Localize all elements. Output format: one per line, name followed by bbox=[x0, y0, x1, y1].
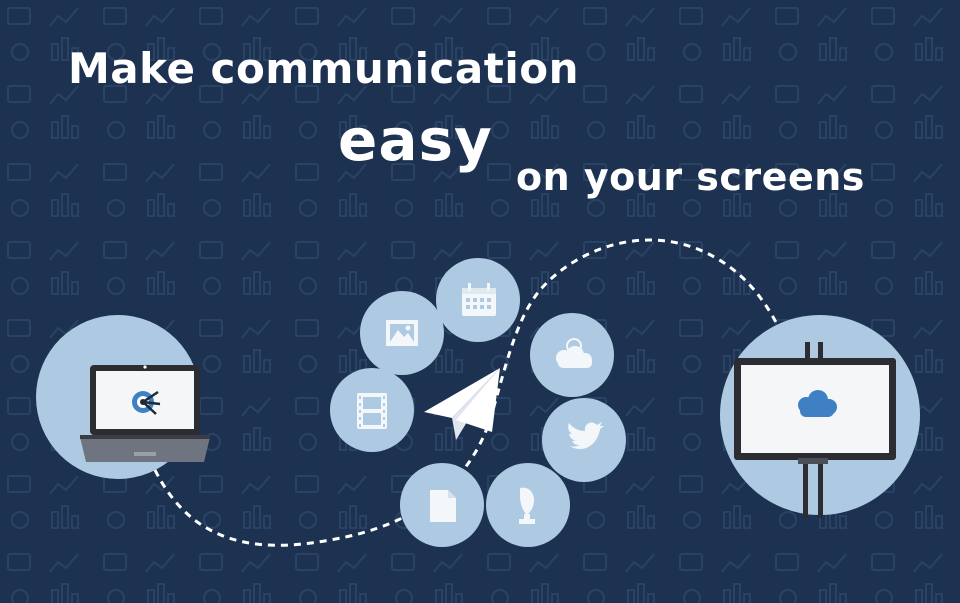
twitter-circle bbox=[542, 398, 626, 482]
headline-line-2: easy bbox=[338, 106, 493, 174]
headline-line-3: on your screens bbox=[516, 155, 865, 199]
film-icon bbox=[357, 393, 387, 429]
film-circle bbox=[330, 368, 414, 452]
dashed-connection-path bbox=[153, 238, 782, 547]
image-icon bbox=[386, 320, 418, 346]
calendar-circle bbox=[436, 258, 520, 342]
image-circle bbox=[360, 291, 444, 375]
weather-icon bbox=[556, 338, 592, 368]
weather-cloud-icon bbox=[798, 390, 837, 417]
document-circle bbox=[400, 463, 484, 547]
target-icon bbox=[132, 390, 161, 415]
display-circle bbox=[720, 315, 920, 518]
laptop-icon bbox=[80, 365, 210, 462]
calendar-icon bbox=[462, 283, 496, 316]
trophy-icon bbox=[519, 487, 535, 524]
headline-line-1: Make communication bbox=[68, 44, 579, 93]
document-icon bbox=[430, 490, 456, 522]
paper-plane-icon bbox=[424, 368, 500, 440]
laptop-circle bbox=[36, 315, 210, 479]
weather-circle bbox=[530, 313, 614, 397]
trophy-circle bbox=[486, 463, 570, 547]
twitter-icon bbox=[568, 422, 604, 450]
